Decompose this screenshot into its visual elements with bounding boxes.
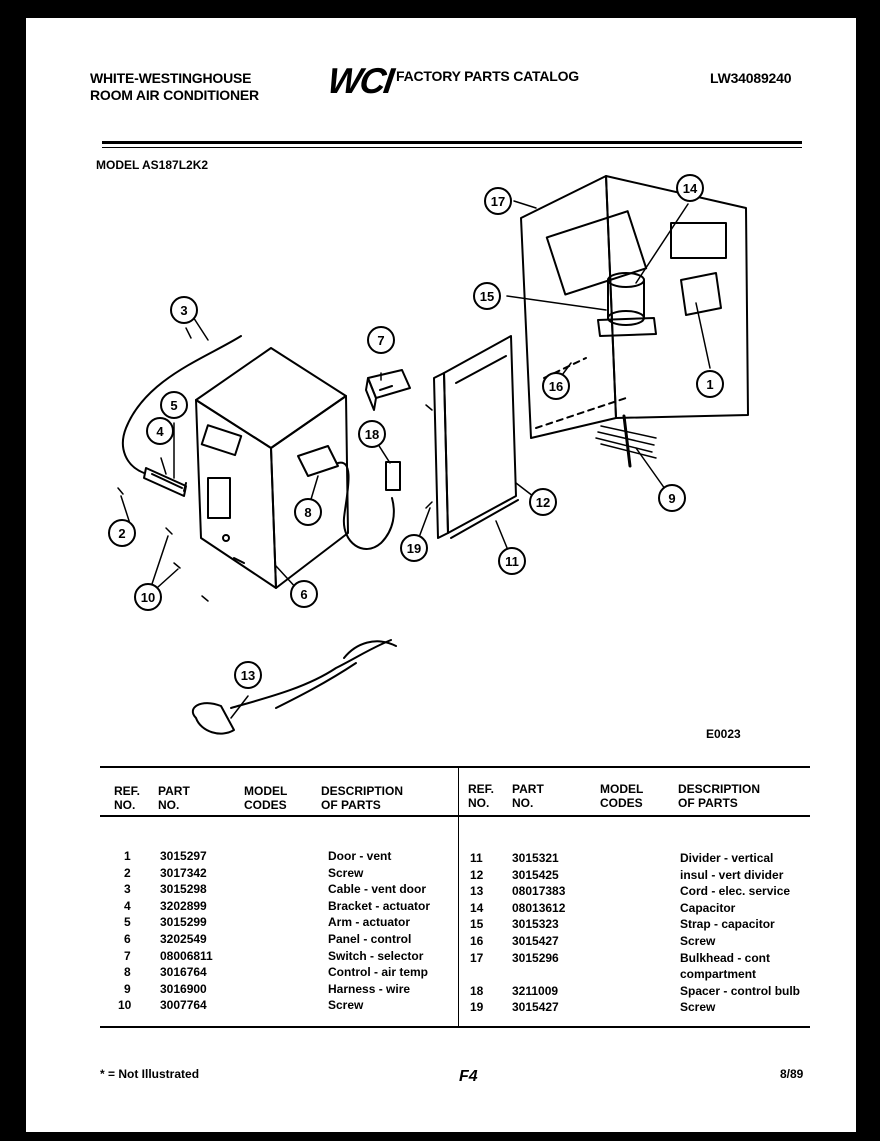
callout-7: 7	[377, 333, 384, 348]
callout-1-circle	[696, 370, 724, 398]
callout-12-circle	[529, 488, 557, 516]
callout-9: 9	[668, 491, 675, 506]
callout-11-circle	[498, 547, 526, 575]
exploded-parts-diagram: 1 2 3 4 5 6 7 8 9 10 11 12 13 14 15 16 1…	[108, 174, 749, 741]
header-rule-top	[102, 141, 802, 144]
callout-14-circle	[676, 174, 704, 202]
callout-18-circle	[358, 420, 386, 448]
left-header-ref: REF.NO.	[114, 784, 141, 812]
callout-4-circle	[146, 417, 174, 445]
callout-14: 14	[683, 181, 698, 196]
table-rule-header	[100, 815, 810, 817]
page-number: F4	[459, 1068, 478, 1085]
table-rule-top	[100, 766, 810, 768]
callout-5: 5	[170, 398, 177, 413]
callout-13: 13	[241, 668, 255, 683]
brand-block: WHITE-WESTINGHOUSE ROOM AIR CONDITIONER	[90, 70, 259, 104]
callout-18: 18	[365, 427, 379, 442]
catalog-sheet: { "header": { "brand_line1": "WHITE-WEST…	[26, 18, 856, 1132]
callout-13-circle	[234, 661, 262, 689]
vertical-divider-drawing	[433, 335, 519, 539]
callout-7-circle	[367, 326, 395, 354]
wire-harness-drawing	[595, 414, 657, 468]
print-date: 8/89	[780, 1067, 804, 1081]
callout-5-circle	[160, 391, 188, 419]
callout-2: 2	[118, 526, 125, 541]
callout-6: 6	[300, 587, 307, 602]
callout-circles	[108, 174, 724, 689]
air-temp-control-drawing	[297, 445, 401, 550]
callout-6-circle	[290, 580, 318, 608]
callout-8: 8	[304, 505, 311, 520]
callout-4: 4	[156, 424, 164, 439]
actuator-bracket-drawing	[143, 467, 187, 497]
figure-code: E0023	[706, 727, 741, 741]
brand-line-1: WHITE-WESTINGHOUSE	[90, 70, 252, 86]
leader-lines	[120, 200, 711, 719]
screw-drawings	[117, 404, 433, 602]
model-label: MODEL AS187L2K2	[96, 158, 209, 172]
catalog-number: LW34089240	[710, 70, 792, 86]
callout-15-circle	[473, 282, 501, 310]
callout-10: 10	[141, 590, 155, 605]
callout-3: 3	[180, 303, 187, 318]
callout-11: 11	[505, 554, 519, 569]
callout-19-circle	[400, 534, 428, 562]
callout-1: 1	[706, 377, 713, 392]
callout-9-circle	[658, 484, 686, 512]
vent-cable-drawing	[121, 305, 242, 474]
callout-10-circle	[134, 583, 162, 611]
callout-8-circle	[294, 498, 322, 526]
callout-16-circle	[542, 372, 570, 400]
callout-17-circle	[484, 187, 512, 215]
power-cord-drawing	[191, 639, 397, 735]
callout-3-circle	[170, 296, 198, 324]
callout-12: 12	[536, 495, 550, 510]
not-illustrated-note: * = Not Illustrated	[100, 1067, 200, 1081]
capacitor-drawing	[597, 272, 657, 337]
table-center-divider	[458, 766, 459, 1028]
callout-19: 19	[407, 541, 421, 556]
table-rule-bottom	[100, 1026, 810, 1028]
callout-16: 16	[549, 379, 563, 394]
right-header-ref: REF.NO.	[468, 782, 495, 810]
callout-15: 15	[480, 289, 494, 304]
catalog-title: FACTORY PARTS CATALOG	[396, 68, 579, 84]
brand-line-2: ROOM AIR CONDITIONER	[90, 87, 259, 103]
control-panel-drawing	[195, 347, 349, 589]
callout-labels: 1 2 3 4 5 6 7 8 9 10 11 12 13 14 15 16 1…	[118, 181, 713, 683]
callout-17: 17	[491, 194, 505, 209]
header-rule-bottom	[102, 147, 802, 148]
callout-2-circle	[108, 519, 136, 547]
selector-switch-drawing	[365, 369, 411, 411]
